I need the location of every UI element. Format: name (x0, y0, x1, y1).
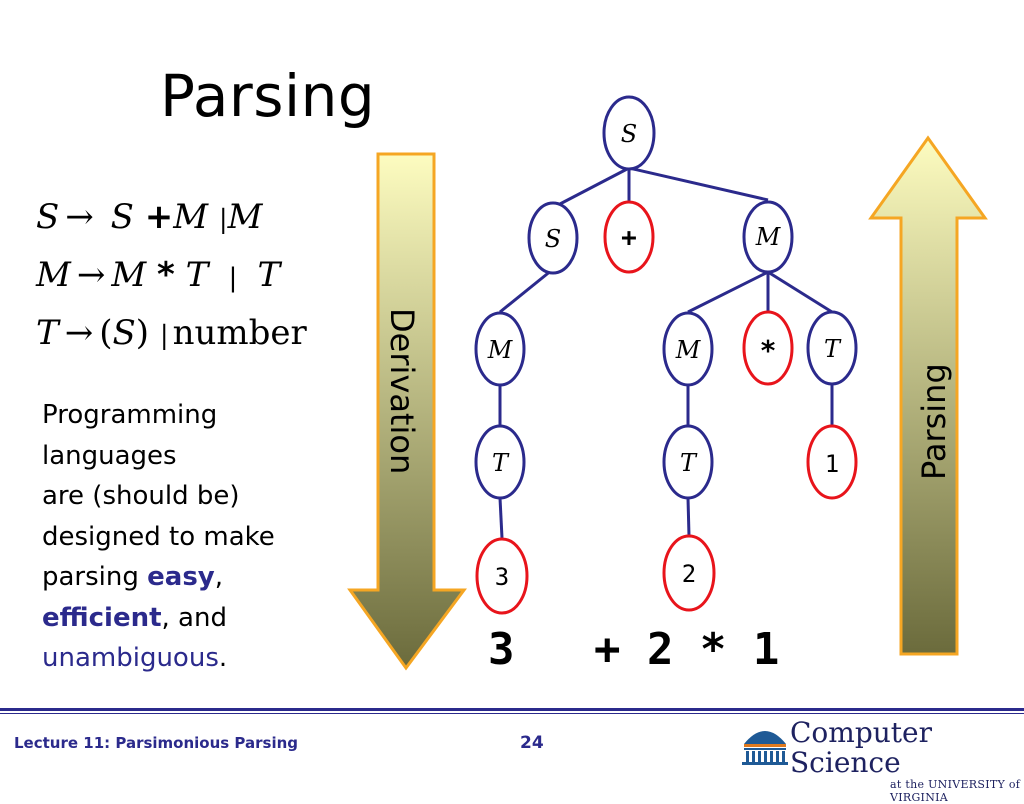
edge-t-two (686, 497, 691, 537)
footer-divider (0, 708, 1024, 711)
derivation-label: Derivation (383, 308, 421, 474)
footer-divider-thin (0, 713, 1024, 714)
node-m-left-label: M (487, 336, 514, 364)
grammar-rule-1: S→ S +M |M (36, 197, 263, 237)
parsing-label: Parsing (915, 363, 953, 480)
node-t-right (806, 310, 858, 386)
parsing-arrow (868, 135, 988, 656)
node-one (806, 424, 858, 500)
node-s2-label: S (545, 225, 561, 253)
edge-root-s2 (557, 166, 630, 207)
node-m-mid-label: M (675, 336, 702, 364)
node-root (602, 95, 656, 171)
grammar-rule-3: T→(S) |number (36, 313, 307, 353)
tree-edges (498, 166, 834, 539)
node-m1 (742, 200, 794, 274)
edge-m1-t (767, 270, 833, 314)
node-root-label: S (621, 120, 637, 148)
input-expression: 3 + 2 * 1 (488, 624, 780, 675)
logo-main-text: Computer Science (790, 716, 932, 779)
edge-root-m1 (628, 166, 769, 202)
node-s2 (527, 201, 579, 275)
node-two-label: 2 (682, 560, 696, 588)
node-star-label: * (760, 334, 777, 367)
node-t-right-label: T (824, 335, 842, 363)
grammar-rule-2: M→M * T | T (36, 255, 281, 295)
node-two (662, 534, 716, 612)
uva-rotunda-logo (742, 731, 788, 765)
node-t-left-label: T (492, 449, 510, 477)
derivation-arrow (347, 152, 467, 671)
slide-number: 24 (520, 733, 544, 753)
node-plus-label: + (621, 223, 637, 253)
edge-s2-m (499, 268, 553, 314)
edge-m1-m (687, 270, 769, 314)
slide-title: Parsing (160, 62, 376, 130)
grammar-rules: S→ S +M |M M→M * T | T T→(S) |number (36, 190, 307, 364)
node-one-label: 1 (825, 450, 839, 478)
node-t-mid-label: T (680, 449, 698, 477)
logo-text: Computer Science at the UNIVERSITY of VI… (790, 718, 1024, 804)
node-t-mid (662, 424, 714, 500)
node-three-label: 3 (495, 563, 509, 591)
edge-t-three (498, 497, 504, 539)
keyword-unambiguous: unambiguous (42, 643, 219, 673)
keyword-easy: easy (147, 562, 215, 592)
keyword-efficient: efficient (42, 602, 162, 633)
description-text: Programming languages are (should be) de… (42, 400, 275, 673)
node-m1-label: M (755, 223, 782, 251)
node-m-mid (662, 311, 714, 387)
tree-nodes: S S + M M M * T T T 1 3 2 (474, 95, 858, 615)
node-star (742, 310, 794, 386)
node-m-left (474, 311, 526, 387)
logo-sub-text: at the UNIVERSITY of VIRGINIA (890, 778, 1021, 804)
node-plus (603, 200, 655, 274)
node-three (475, 537, 529, 615)
footer-lecture-title: Lecture 11: Parsimonious Parsing (14, 734, 299, 752)
parse-tree-diagram: Derivation Parsing S S + M M M * T (347, 95, 988, 765)
node-t-left (474, 424, 526, 500)
